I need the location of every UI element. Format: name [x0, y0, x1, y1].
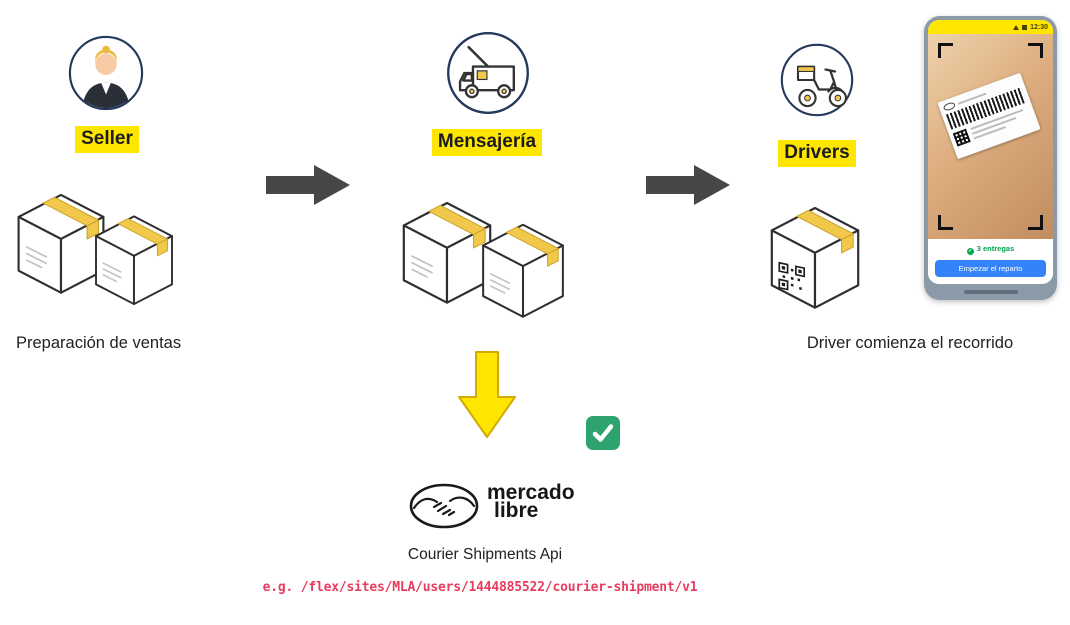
logo-line2: libre — [494, 499, 539, 522]
seller-caption: Preparación de ventas — [16, 334, 182, 352]
home-indicator — [963, 290, 1018, 294]
shipping-label — [937, 72, 1041, 160]
courier-label-wrap: Mensajería — [417, 129, 557, 156]
mercadolibre-logo: mercado libre — [487, 481, 575, 522]
scan-frame-corner — [1028, 43, 1043, 58]
scooter-icon — [780, 43, 854, 117]
signal-icon — [1013, 24, 1020, 30]
qr-package-box-icon — [770, 206, 860, 309]
down-arrow-icon — [458, 351, 516, 438]
courier-truck-icon — [447, 32, 529, 114]
phone-mockup: 12:30 — [924, 16, 1057, 300]
seller-label-wrap: Seller — [57, 126, 157, 153]
handshake-icon — [409, 483, 479, 529]
phone-statusbar: 12:30 — [928, 20, 1053, 34]
package-box-icon — [482, 223, 564, 318]
scan-frame-corner — [938, 43, 953, 58]
drivers-label: Drivers — [778, 140, 856, 167]
drivers-caption: Driver comienza el recorrido — [806, 334, 1014, 352]
package-box-icon — [17, 193, 105, 294]
battery-icon — [1022, 24, 1028, 30]
phone-screen: 12:30 — [928, 20, 1053, 284]
qr-code-icon — [952, 128, 971, 147]
camera-viewfinder — [928, 34, 1053, 239]
scan-frame-corner — [1028, 215, 1043, 230]
logo-ellipse-icon — [942, 101, 957, 112]
qr-code-icon — [778, 261, 806, 291]
checkmark-icon — [586, 416, 620, 450]
scan-frame-corner — [938, 215, 953, 230]
seller-label: Seller — [75, 126, 139, 153]
courier-caption: Courier Shipments Api — [407, 546, 563, 563]
drivers-label-wrap: Drivers — [767, 140, 867, 167]
deliveries-status-icon: ✓ — [966, 248, 974, 255]
package-box-icon — [402, 201, 492, 304]
status-time: 12:30 — [1030, 23, 1048, 31]
deliveries-count: ✓3 entregas — [966, 244, 1015, 255]
seller-avatar-icon — [68, 35, 144, 111]
api-endpoint-code: e.g. /flex/sites/MLA/users/1444885522/co… — [262, 580, 698, 595]
logo-line1: mercado — [487, 481, 575, 504]
start-route-button[interactable]: Empezar el reparto — [935, 260, 1046, 277]
package-box-icon — [95, 215, 173, 306]
right-arrow-icon — [266, 165, 350, 205]
right-arrow-icon — [646, 165, 730, 205]
delivery-sheet: ✓3 entregas Empezar el reparto — [928, 239, 1053, 284]
courier-label: Mensajería — [431, 129, 543, 156]
